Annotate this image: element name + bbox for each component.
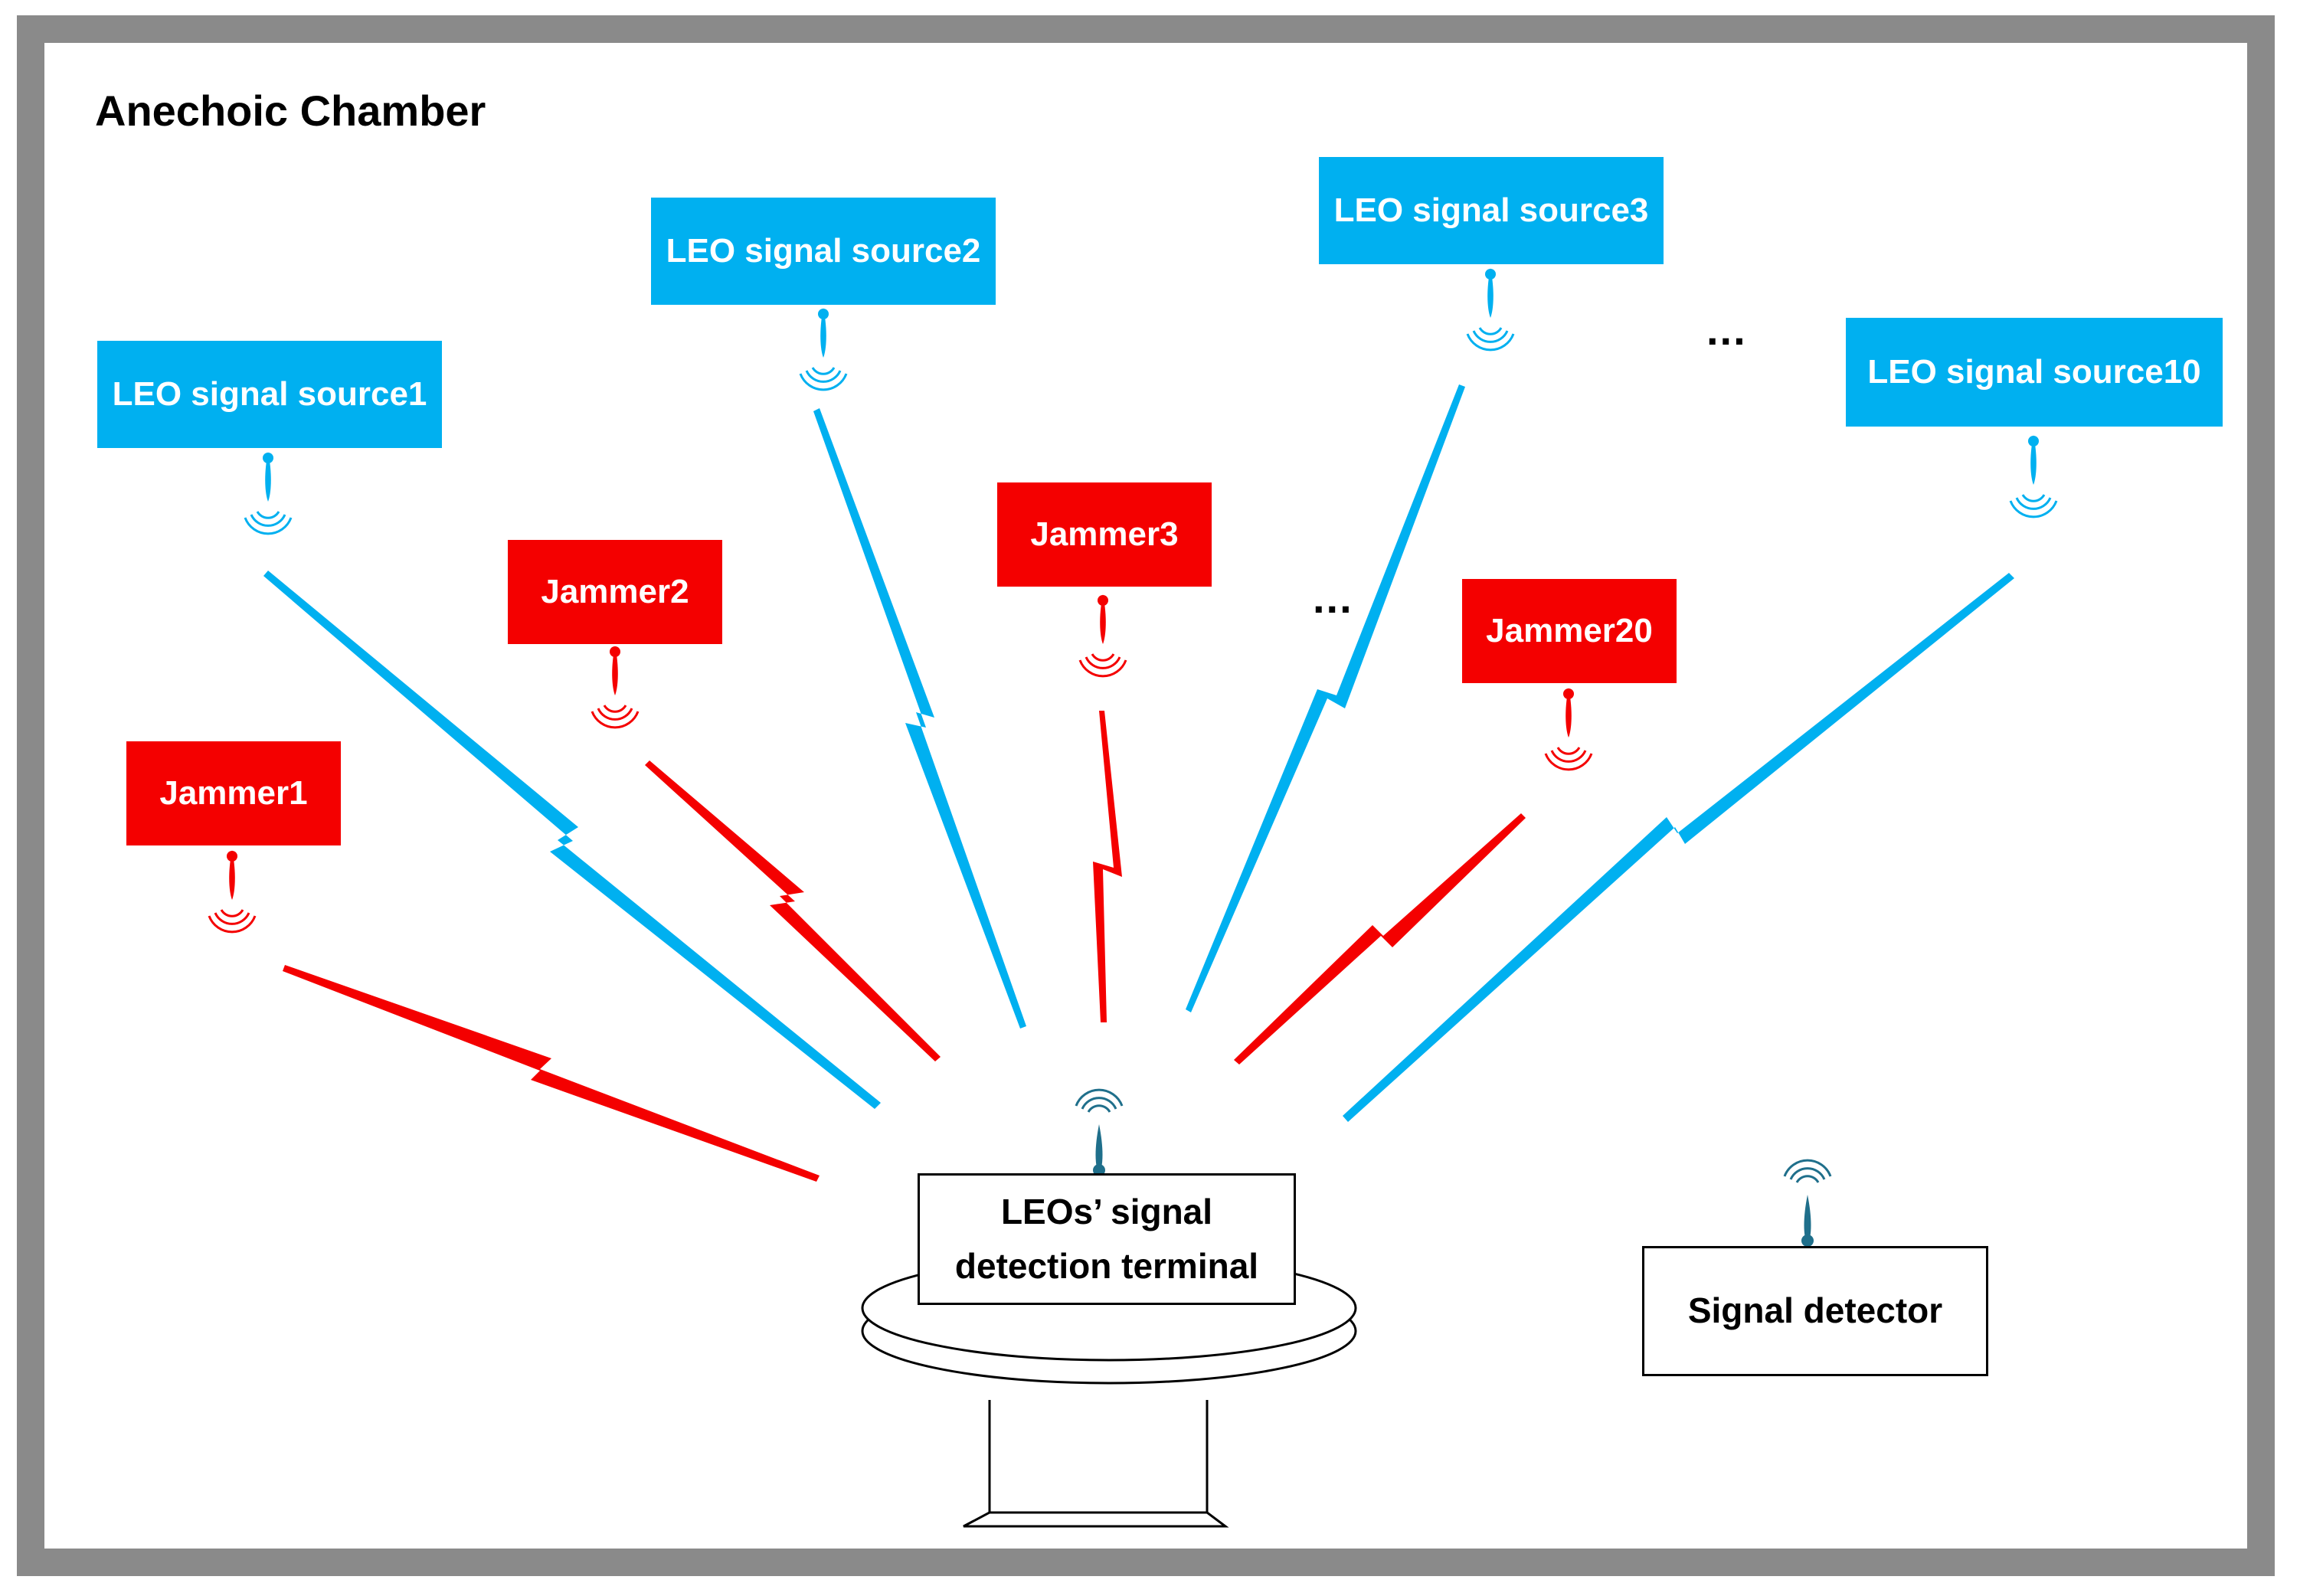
antenna-jam20 xyxy=(1544,688,1593,771)
leo-ellipsis: ... xyxy=(1706,306,1747,354)
beam-leo2 xyxy=(813,408,1026,1029)
beam-jam20 xyxy=(1234,813,1526,1065)
antenna-jam1 xyxy=(208,850,257,934)
terminal-label-line1: LEOs’ signal xyxy=(1000,1191,1213,1231)
terminal-label-line2: detection terminal xyxy=(954,1246,1259,1286)
jammer-3: Jammer3 xyxy=(997,482,1212,587)
beam-jam1 xyxy=(283,965,820,1182)
jammer-3-label: Jammer3 xyxy=(1030,515,1179,553)
jammer-1-label: Jammer1 xyxy=(159,774,308,812)
leo-source-3-label: LEO signal source3 xyxy=(1333,191,1649,229)
beam-jam2 xyxy=(645,760,941,1061)
turntable xyxy=(861,1254,1357,1528)
jammer-1: Jammer1 xyxy=(126,741,341,845)
leo-source-1-label: LEO signal source1 xyxy=(112,375,427,413)
leo-source-2-label: LEO signal source2 xyxy=(666,232,981,270)
leo-signal-source-3: LEO signal source3 xyxy=(1319,157,1664,264)
leo-signal-source-10: LEO signal source10 xyxy=(1846,318,2223,427)
signal-detector: Signal detector xyxy=(1642,1246,1988,1376)
antenna-jam2 xyxy=(591,646,640,729)
antenna-leo10 xyxy=(2009,435,2058,518)
antenna-detector xyxy=(1783,1159,1832,1247)
jammer-20: Jammer20 xyxy=(1462,579,1677,683)
beam-leo3 xyxy=(1186,384,1465,1012)
jammer-ellipsis: ... xyxy=(1313,574,1353,622)
antenna-jam3 xyxy=(1078,594,1127,678)
leo-signal-source-2: LEO signal source2 xyxy=(651,198,996,305)
leo-source-10-label: LEO signal source10 xyxy=(1867,353,2201,391)
antenna-leo3 xyxy=(1466,268,1515,352)
beam-leo10 xyxy=(1343,573,2014,1122)
jammer-20-label: Jammer20 xyxy=(1486,612,1653,649)
leo-signal-source-1: LEO signal source1 xyxy=(97,341,442,448)
beam-jam3 xyxy=(1093,711,1122,1022)
jammer-2-label: Jammer2 xyxy=(541,573,689,610)
antenna-terminal xyxy=(1075,1088,1124,1176)
antenna-leo1 xyxy=(244,452,293,535)
signal-detector-label: Signal detector xyxy=(1687,1290,1943,1331)
antenna-leo2 xyxy=(799,308,848,391)
beam-leo1 xyxy=(263,571,881,1109)
signal-detection-terminal: LEOs’ signal detection terminal xyxy=(918,1173,1296,1305)
chamber-title: Anechoic Chamber xyxy=(95,87,486,135)
jammer-2: Jammer2 xyxy=(508,540,722,644)
